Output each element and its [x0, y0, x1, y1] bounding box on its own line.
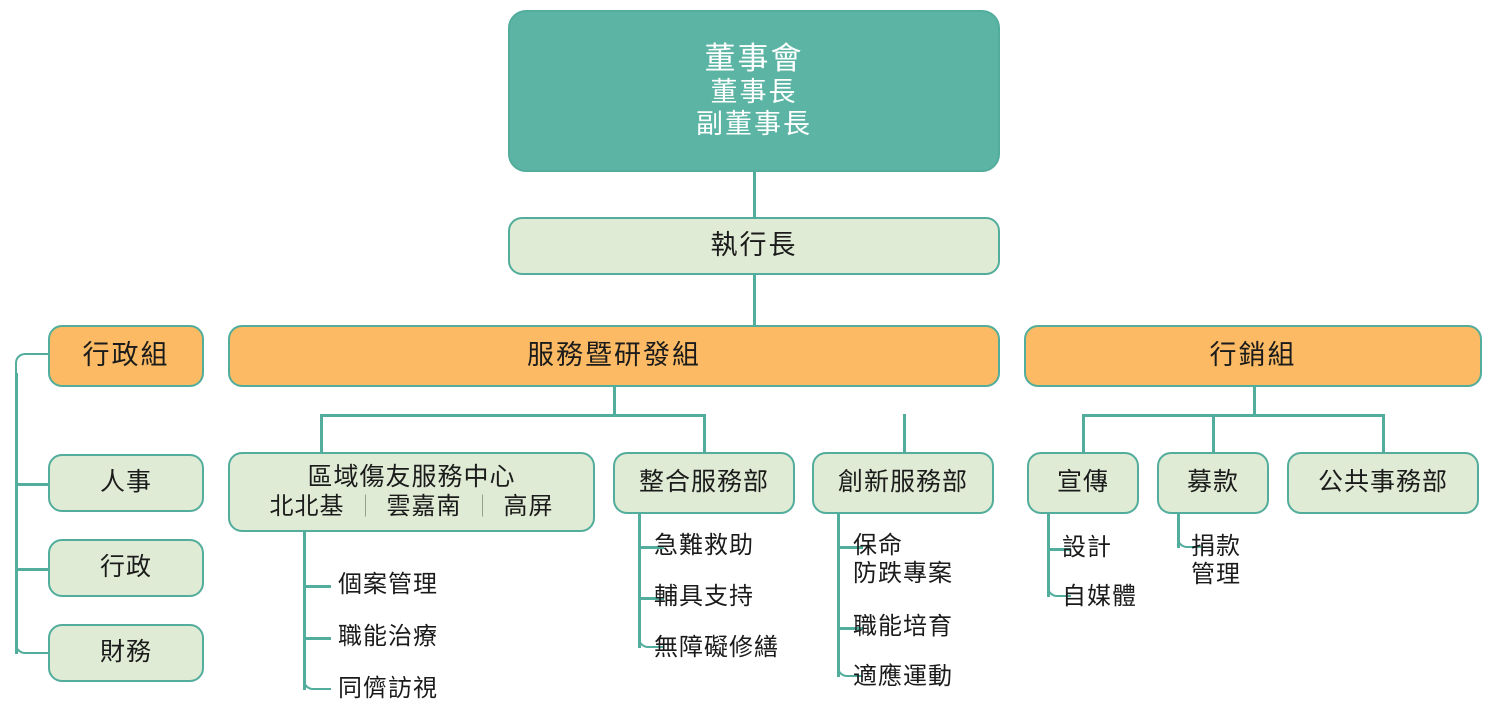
ceo-label: 執行長: [710, 230, 798, 261]
board-line-3: 副董事長: [696, 109, 812, 140]
connector-service-drop: [613, 387, 616, 414]
dept-fundraising-title: 募款: [1186, 468, 1239, 497]
connector-regional-leaf-2: [303, 637, 331, 640]
connector-admin-branch-admin: [15, 568, 50, 571]
connector-service-to-dept-2: [703, 414, 706, 452]
leaf-fall-prevention-project-text: 保命 防跌專案: [853, 532, 953, 587]
leaf-design: 設計: [1062, 534, 1112, 561]
group-service-label: 服務暨研發組: [527, 340, 701, 371]
connector-innovation-leaf-2: [837, 627, 863, 630]
leaf-peer-visit: 同儕訪視: [338, 675, 438, 702]
region-separator-1: ｜: [354, 493, 377, 519]
node-group-admin[interactable]: 行政組: [48, 325, 204, 387]
leaf-case-management: 個案管理: [338, 571, 438, 598]
connector-admin-branch-hr: [15, 483, 50, 486]
connector-innovation-spine: [837, 514, 840, 677]
region-central-south: 雲嘉南: [386, 492, 462, 520]
leaf-self-media: 自媒體: [1062, 583, 1137, 610]
leaf-fall-prevention-project: 保命 防跌專案: [853, 532, 953, 587]
admin-child-hr-label: 人事: [99, 468, 152, 497]
dept-regional-center-title: 區域傷友服務中心: [307, 463, 516, 492]
connector-integrated-leaf-1: [638, 546, 664, 549]
connector-admin-elbow-bottom: [15, 632, 50, 654]
admin-child-administration-label: 行政: [99, 553, 152, 582]
node-dept-promotion[interactable]: 宣傳: [1027, 452, 1139, 514]
connector-admin-spine: [15, 373, 18, 654]
dept-integrated-service-title: 整合服務部: [638, 468, 769, 497]
node-group-marketing[interactable]: 行銷組: [1024, 325, 1482, 387]
region-north: 北北基: [269, 492, 345, 520]
connector-admin-elbow-top: [15, 353, 50, 375]
connector-promotion-spine: [1047, 514, 1050, 597]
connector-marketing-bar: [1082, 414, 1384, 417]
node-dept-regional-center[interactable]: 區域傷友服務中心 北北基 ｜ 雲嘉南 ｜ 高屏: [228, 452, 595, 532]
node-admin-child-hr[interactable]: 人事: [48, 454, 204, 512]
connector-integrated-spine: [638, 514, 641, 648]
connector-marketing-to-dept-2: [1212, 414, 1215, 452]
node-board-of-directors[interactable]: 董事會 董事長 副董事長: [508, 10, 1000, 172]
connector-fundraising-leaf-elbow: [1177, 528, 1201, 548]
connector-marketing-to-dept-1: [1082, 414, 1085, 452]
board-line-2: 董事長: [710, 77, 798, 108]
node-ceo[interactable]: 執行長: [508, 217, 1000, 275]
leaf-accessibility-renovation: 無障礙修繕: [654, 634, 779, 661]
node-dept-public-affairs[interactable]: 公共事務部: [1287, 452, 1479, 514]
board-line-1: 董事會: [704, 40, 804, 76]
admin-child-finance-label: 財務: [99, 638, 152, 667]
connector-marketing-to-dept-3: [1382, 414, 1385, 452]
connector-innovation-leaf-1: [837, 546, 863, 549]
connector-service-to-dept-3: [903, 414, 906, 452]
connector-integrated-leaf-2: [638, 597, 664, 600]
connector-board-to-ceo: [753, 172, 756, 217]
leaf-emergency-relief: 急難救助: [654, 532, 754, 559]
dept-regional-center-regions: 北北基 ｜ 雲嘉南 ｜ 高屏: [269, 493, 553, 521]
group-admin-label: 行政組: [82, 340, 170, 371]
connector-ceo-to-service-group: [753, 275, 756, 325]
connector-marketing-drop: [1253, 387, 1256, 414]
connector-promotion-leaf-1: [1047, 548, 1071, 551]
node-dept-integrated-service[interactable]: 整合服務部: [613, 452, 795, 514]
group-marketing-label: 行銷組: [1209, 340, 1297, 371]
connector-service-bar: [320, 414, 705, 417]
leaf-adapted-exercise: 適應運動: [853, 663, 953, 690]
connector-innovation-leaf-3-elbow: [837, 657, 863, 677]
node-admin-child-finance[interactable]: 財務: [48, 624, 204, 682]
connector-regional-leaf-1: [303, 585, 331, 588]
node-admin-child-administration[interactable]: 行政: [48, 539, 204, 597]
leaf-vocational-training: 職能培育: [853, 613, 953, 640]
node-dept-innovation-service[interactable]: 創新服務部: [812, 452, 994, 514]
dept-innovation-service-title: 創新服務部: [837, 468, 968, 497]
leaf-donation-management-text: 捐款 管理: [1191, 533, 1241, 588]
leaf-donation-management: 捐款 管理: [1191, 533, 1241, 588]
region-separator-2: ｜: [471, 493, 494, 519]
connector-promotion-leaf-2-elbow: [1047, 577, 1071, 597]
region-kaoping: 高屏: [503, 492, 554, 520]
node-group-service[interactable]: 服務暨研發組: [228, 325, 1000, 387]
connector-regional-leaf-3-elbow: [303, 670, 331, 690]
connector-regional-center-spine: [303, 532, 306, 690]
connector-service-to-dept-1: [320, 414, 323, 452]
connector-integrated-leaf-3-elbow: [638, 628, 664, 648]
dept-promotion-title: 宣傳: [1056, 468, 1109, 497]
leaf-assistive-device-support: 輔具支持: [654, 583, 754, 610]
node-dept-fundraising[interactable]: 募款: [1157, 452, 1269, 514]
dept-public-affairs-title: 公共事務部: [1317, 468, 1448, 497]
leaf-occupational-therapy: 職能治療: [338, 623, 438, 650]
